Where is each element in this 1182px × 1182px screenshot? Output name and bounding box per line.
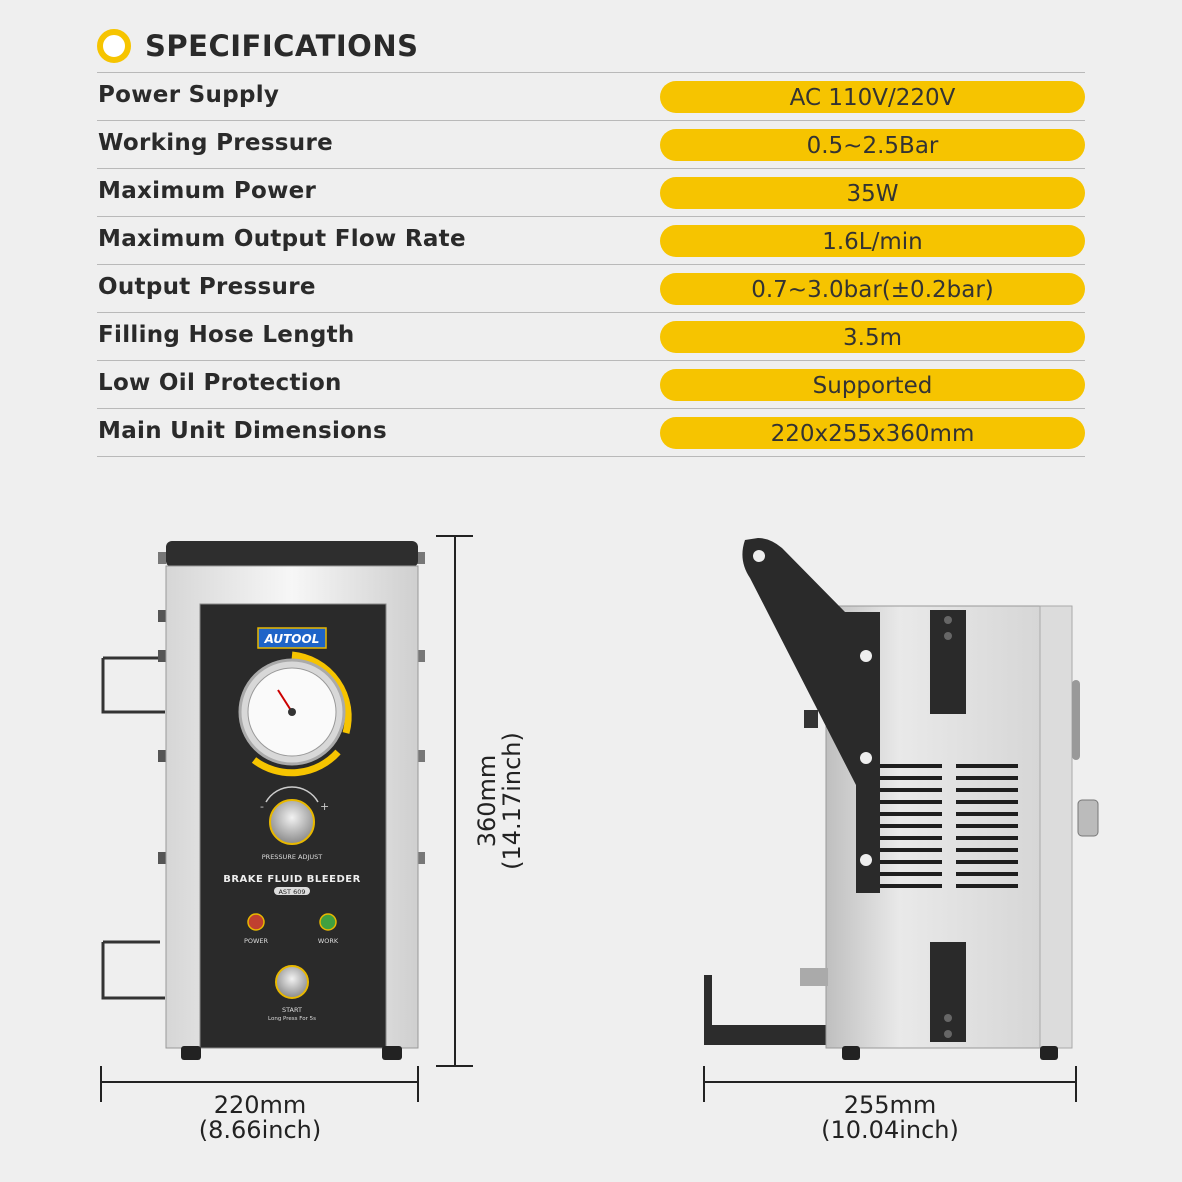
- spec-label: Maximum Power: [98, 178, 317, 204]
- width-inch: (8.66inch): [198, 1116, 322, 1144]
- model-number: AST 609: [278, 888, 305, 896]
- start-button[interactable]: [275, 965, 309, 999]
- height-label: 360mm (14.17inch): [473, 691, 526, 911]
- spec-value: Supported: [660, 369, 1085, 401]
- side-view: [704, 538, 1099, 1060]
- spec-label: Filling Hose Length: [98, 322, 355, 348]
- spec-label: Maximum Output Flow Rate: [98, 226, 466, 252]
- spec-value: 1.6L/min: [660, 225, 1085, 257]
- width-mm: 220mm: [213, 1091, 307, 1119]
- spec-value: 35W: [660, 177, 1085, 209]
- spec-table: Power Supply AC 110V/220V Working Pressu…: [97, 72, 1085, 457]
- brand-text: AUTOOL: [264, 632, 320, 646]
- spec-label: Working Pressure: [98, 130, 334, 156]
- width-dimension-line: [100, 1066, 419, 1102]
- depth-dimension-line: [703, 1066, 1077, 1102]
- work-indicator-icon: [319, 913, 337, 931]
- spec-label: Output Pressure: [98, 274, 316, 300]
- section-title: SPECIFICATIONS: [145, 29, 419, 63]
- spec-row: Power Supply AC 110V/220V: [97, 73, 1085, 121]
- spec-row: Low Oil Protection Supported: [97, 361, 1085, 409]
- height-dimension-line: [436, 535, 473, 1067]
- spec-row: Maximum Output Flow Rate 1.6L/min: [97, 217, 1085, 265]
- circle-bullet-icon: [97, 29, 131, 63]
- spec-label: Low Oil Protection: [98, 370, 342, 396]
- bracket: [101, 942, 165, 1000]
- width-label: 220mm (8.66inch): [160, 1093, 360, 1143]
- spec-value: 220x255x360mm: [660, 417, 1085, 449]
- brand-logo: [257, 627, 327, 649]
- bracket: [101, 658, 165, 714]
- side-arm: [742, 538, 880, 893]
- vent-grille-icon: [880, 764, 1018, 888]
- knob-minus: -: [260, 800, 264, 813]
- spec-value: 3.5m: [660, 321, 1085, 353]
- depth-mm: 255mm: [843, 1091, 937, 1119]
- spec-row: Filling Hose Length 3.5m: [97, 313, 1085, 361]
- power-label: POWER: [244, 937, 269, 945]
- spec-row: Maximum Power 35W: [97, 169, 1085, 217]
- spec-row: Working Pressure 0.5~2.5Bar: [97, 121, 1085, 169]
- front-view: AUTOOL - + PRESSURE ADJUST BRAKE FLUID B…: [101, 541, 425, 1060]
- start-label: START: [282, 1006, 302, 1014]
- depth-inch: (10.04inch): [821, 1116, 959, 1144]
- section-header: SPECIFICATIONS: [97, 28, 418, 64]
- knob-plus: +: [320, 800, 329, 813]
- depth-label: 255mm (10.04inch): [790, 1093, 990, 1143]
- spec-label: Power Supply: [98, 82, 280, 108]
- work-label: WORK: [318, 937, 339, 945]
- spec-value: AC 110V/220V: [660, 81, 1085, 113]
- spec-value: 0.5~2.5Bar: [660, 129, 1085, 161]
- spec-value: 0.7~3.0bar(±0.2bar): [660, 273, 1085, 305]
- start-hint: Long Press For 5s: [268, 1016, 316, 1022]
- product-name: BRAKE FLUID BLEEDER: [223, 874, 361, 885]
- height-mm: 360mm: [473, 754, 501, 848]
- pressure-adjust-knob[interactable]: [269, 799, 315, 845]
- knob-label: PRESSURE ADJUST: [262, 853, 322, 861]
- spec-row: Output Pressure 0.7~3.0bar(±0.2bar): [97, 265, 1085, 313]
- power-indicator-icon: [247, 913, 265, 931]
- handle: [166, 541, 418, 567]
- height-inch: (14.17inch): [498, 732, 526, 870]
- spec-label: Main Unit Dimensions: [98, 418, 387, 444]
- spec-row: Main Unit Dimensions 220x255x360mm: [97, 409, 1085, 457]
